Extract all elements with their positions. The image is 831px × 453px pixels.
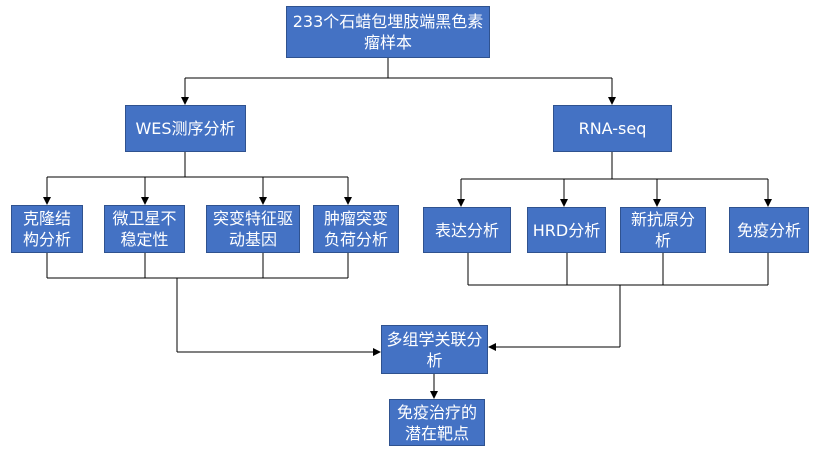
node-immune: 免疫分析 — [729, 207, 809, 253]
node-hrd: HRD分析 — [527, 207, 606, 253]
node-driver: 突变特征驱动基因 — [206, 205, 300, 253]
node-expression: 表达分析 — [423, 207, 511, 253]
node-wes: WES测序分析 — [125, 105, 246, 152]
node-multiomics: 多组学关联分析 — [381, 325, 488, 374]
node-neoantigen: 新抗原分析 — [620, 207, 706, 253]
node-tmb: 肿瘤突变负荷分析 — [313, 205, 399, 253]
node-root: 233个石蜡包埋肢端黑色素瘤样本 — [286, 6, 490, 58]
node-msi: 微卫星不稳定性 — [104, 205, 185, 253]
node-rnaseq: RNA-seq — [553, 105, 672, 152]
node-targets: 免疫治疗的潜在靶点 — [389, 399, 485, 446]
node-clonal: 克隆结构分析 — [11, 205, 83, 253]
